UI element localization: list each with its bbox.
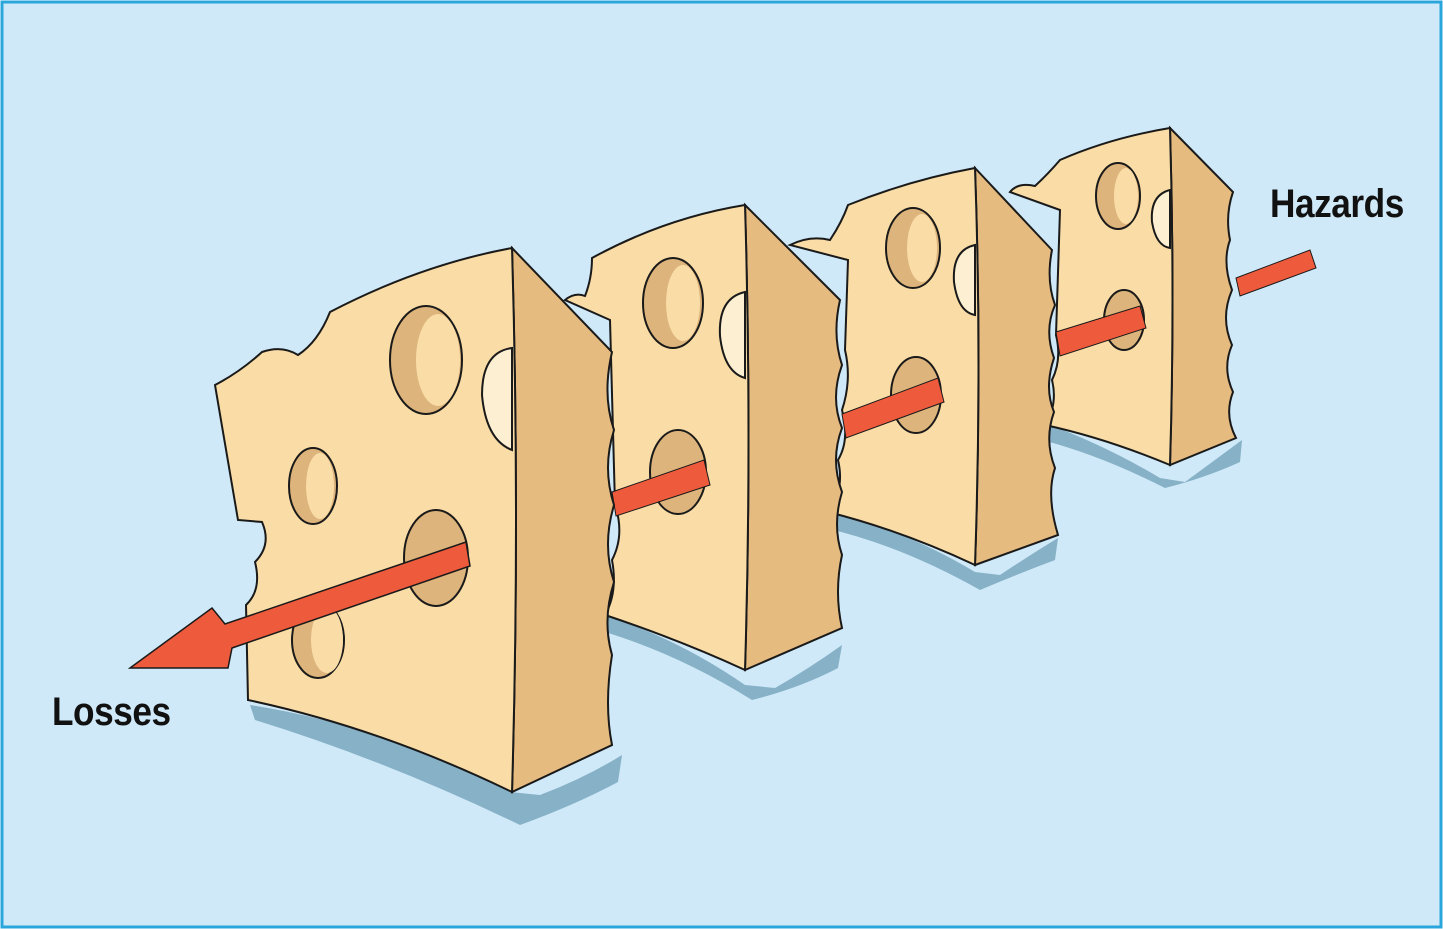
slice-1-hole-left-light: [306, 453, 334, 519]
arrow-segment-4: [1235, 249, 1317, 297]
slice-3-shadow: [825, 510, 1058, 590]
cheese-slice-1: [213, 245, 622, 825]
arrow-segment-2: [611, 459, 711, 517]
arrow-segment-3: [841, 377, 945, 439]
slice-1-hole-upper-light: [416, 314, 460, 406]
slice-3-hole-upper-light: [907, 214, 937, 282]
slice-1-edge-hole: [480, 346, 513, 452]
losses-label: Losses: [52, 690, 171, 734]
slice-3-edge-hole: [952, 243, 976, 317]
slice-2-hole-upper-light: [666, 265, 700, 341]
cheese-slice-4: [1008, 125, 1242, 488]
loss-arrow: [127, 541, 471, 669]
slice-4-hole-upper-light: [1114, 168, 1138, 224]
cheese-slice-3: [787, 165, 1060, 590]
slice-1-hole-bottom-light: [311, 607, 343, 673]
slice-4-edge-hole: [1150, 188, 1171, 250]
cheese-slice-2: [563, 202, 844, 700]
hazards-label: Hazards: [1270, 182, 1404, 226]
slice-4-shadow: [1042, 422, 1242, 488]
slice-2-edge-hole: [718, 290, 746, 380]
arrow-segment-3b: [1055, 305, 1147, 357]
slice-1-shadow: [250, 705, 622, 825]
